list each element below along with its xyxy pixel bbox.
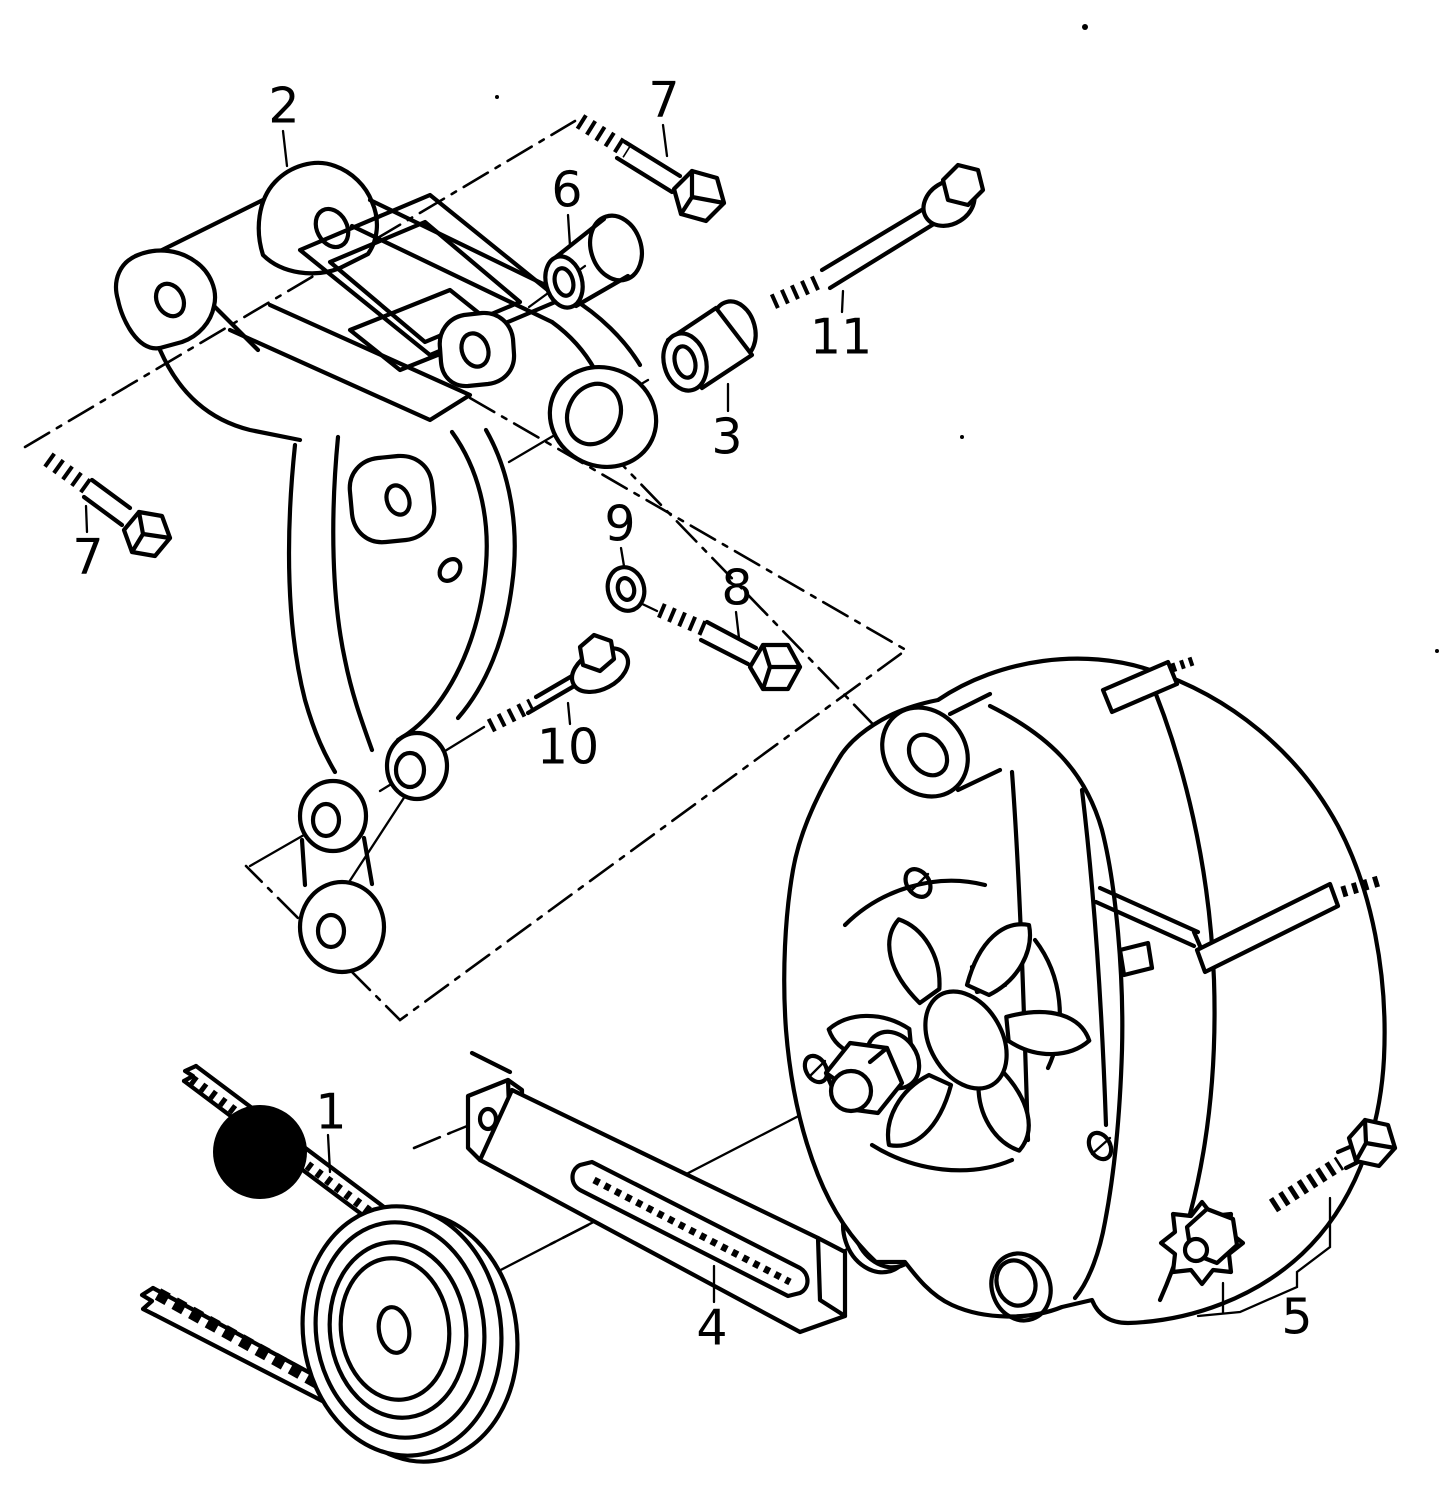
callout-7a[interactable]: 7	[648, 72, 679, 129]
part-10-flanged-bolt	[486, 632, 631, 733]
part-4-adjusting-bracket	[465, 1050, 848, 1335]
callout-leader-11	[840, 289, 845, 314]
part-3-spacer-sleeve	[661, 299, 758, 393]
callout-leader-7b	[84, 504, 89, 534]
callout-7b[interactable]: 7	[72, 529, 103, 586]
callout-6[interactable]: 6	[551, 162, 582, 219]
part-11-long-hex-bolt	[769, 162, 986, 309]
callout-leader-6	[566, 213, 572, 248]
callout-leader-8	[734, 610, 741, 640]
alternator	[782, 655, 1387, 1326]
scan-specks	[495, 24, 1439, 653]
callout-5[interactable]: 5	[1281, 1289, 1312, 1346]
part-6-bushing	[543, 213, 644, 310]
callout-9[interactable]: 9	[604, 496, 635, 553]
callout-10[interactable]: 10	[537, 719, 599, 776]
callout-4[interactable]: 4	[696, 1300, 727, 1357]
part-8-hex-bolt	[657, 603, 803, 692]
part-2-mounting-bracket	[113, 160, 659, 975]
callout-leader-9	[619, 546, 626, 568]
callout-3[interactable]: 3	[711, 409, 742, 466]
callout-leader-2	[281, 129, 289, 168]
part-9-washer	[605, 565, 647, 613]
pulley	[300, 1204, 520, 1464]
callout-1[interactable]: 1	[315, 1084, 346, 1141]
callout-11[interactable]: 11	[810, 309, 872, 366]
part-7-hex-bolt-left	[43, 452, 173, 559]
part-7-hex-bolt-top	[575, 114, 727, 224]
callout-2[interactable]: 2	[268, 78, 299, 135]
callout-8[interactable]: 8	[721, 560, 752, 617]
callout-leader-7a	[661, 123, 669, 158]
group-bracket-5	[1196, 1196, 1332, 1318]
callout-leader-10	[566, 701, 572, 726]
callout-leader-1	[326, 1133, 332, 1174]
part-5-bolt-and-serrated-nut	[1158, 1117, 1398, 1318]
highlight-dot	[213, 1105, 307, 1199]
